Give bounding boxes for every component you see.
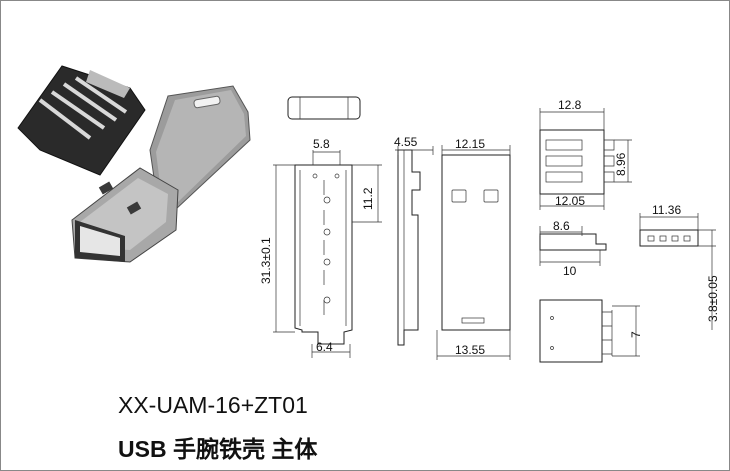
dim-contact-width: 11.36 bbox=[652, 203, 681, 217]
dim-back-top-width: 12.15 bbox=[455, 137, 485, 151]
model-number: XX-UAM-16+ZT01 bbox=[118, 392, 308, 418]
insert-side-view bbox=[539, 226, 607, 266]
dim-contact-height: 3.8±0.05 bbox=[706, 275, 720, 322]
insert-top-view bbox=[539, 108, 632, 210]
dim-insert-side-bottom: 10 bbox=[563, 264, 577, 278]
product-description: USB 手腕铁壳 主体 bbox=[118, 436, 318, 462]
insert-rear-view bbox=[539, 299, 640, 363]
product-photo bbox=[17, 65, 251, 263]
dim-back-bottom-width: 13.55 bbox=[455, 343, 485, 357]
dim-side-thickness: 4.55 bbox=[394, 135, 418, 149]
dim-insert-rear-height: 7 bbox=[629, 331, 643, 338]
contacts-view bbox=[639, 213, 716, 330]
back-view bbox=[436, 145, 511, 360]
dim-front-upper-height: 11.2 bbox=[361, 187, 375, 210]
dim-front-top-width: 5.8 bbox=[313, 137, 330, 151]
dim-insert-top-width: 12.8 bbox=[558, 98, 582, 112]
dim-insert-height: 8.96 bbox=[614, 152, 628, 176]
dim-insert-side-top: 8.6 bbox=[553, 219, 570, 233]
dim-front-bottom-width: 6.4 bbox=[316, 340, 333, 354]
dim-insert-bottom-width: 12.05 bbox=[555, 194, 585, 208]
top-view-bar bbox=[287, 96, 361, 120]
side-view bbox=[395, 146, 434, 346]
front-view bbox=[273, 150, 382, 358]
dim-front-total-height: 31.3±0.1 bbox=[259, 237, 273, 284]
